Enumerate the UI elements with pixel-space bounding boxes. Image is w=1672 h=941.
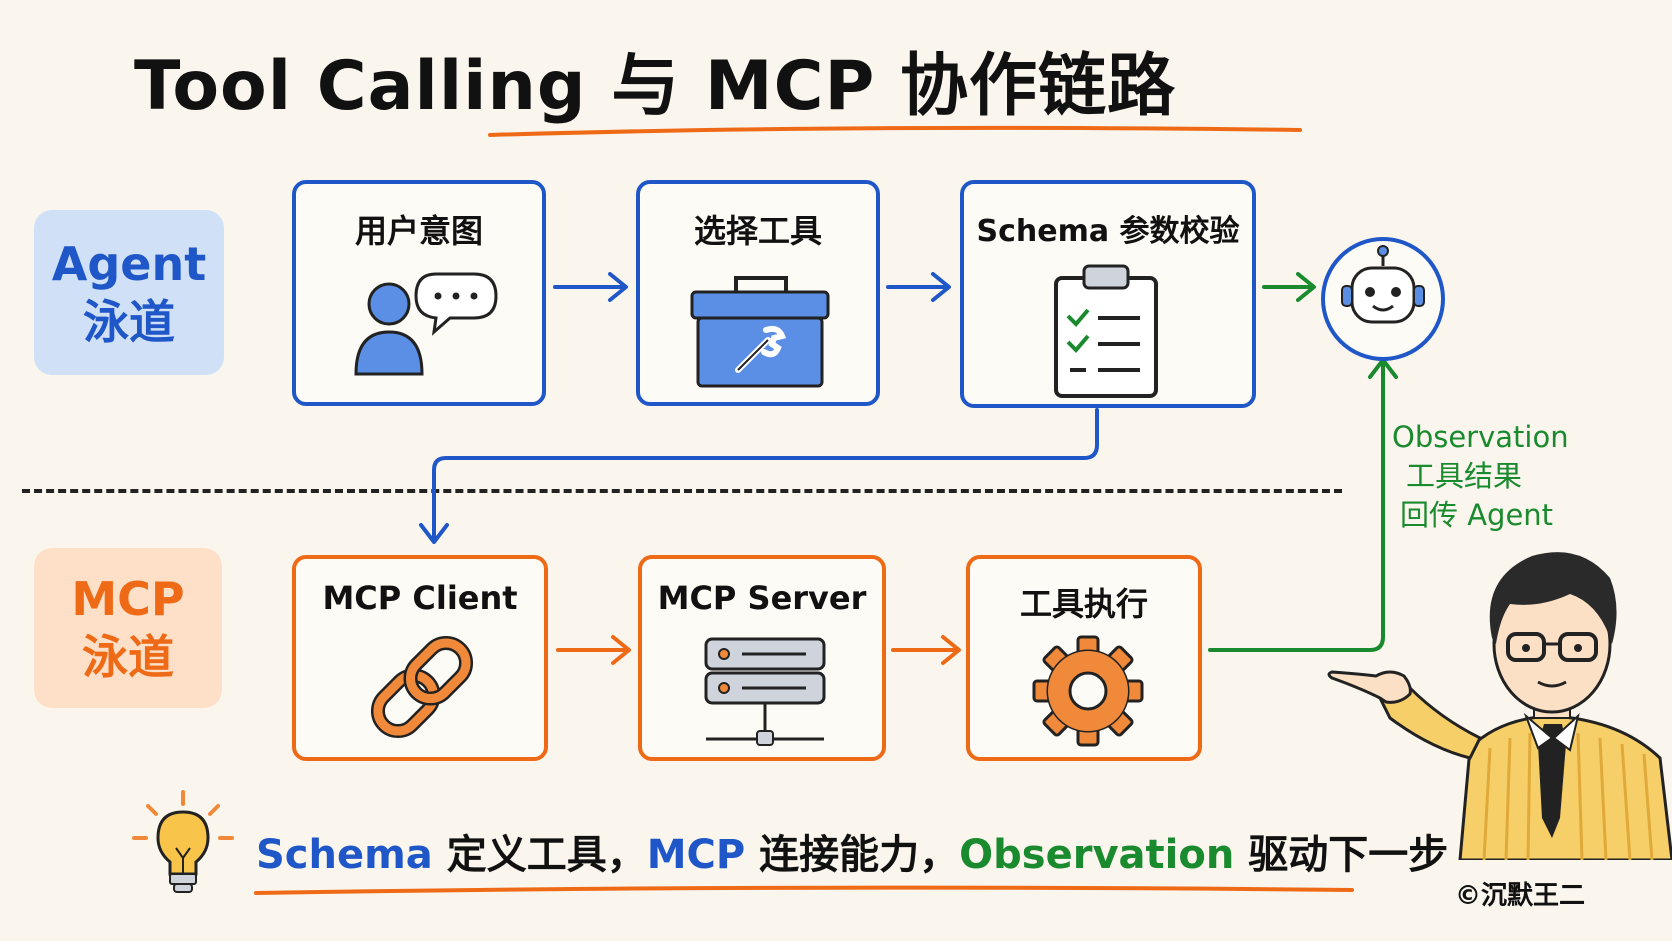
copyright-credit: ©沉默王二 (1455, 881, 1586, 911)
agent-lane-title: Agent (51, 236, 207, 291)
summary-line: Schema 定义工具，MCP 连接能力，Observation 驱动下一步 (256, 822, 1448, 880)
step-user-intent-label: 用户意图 (354, 212, 483, 250)
presenter-character-illustration (1327, 552, 1672, 860)
toolbox-icon (690, 276, 830, 388)
summary-schema: Schema (256, 832, 433, 878)
summary-observation: Observation (959, 832, 1235, 878)
summary-mcp: MCP (646, 832, 746, 878)
step-mcp-server-label: MCP Server (657, 579, 867, 617)
lightbulb-icon (132, 790, 234, 893)
gear-icon (1032, 635, 1144, 747)
lane-divider (22, 489, 1342, 493)
agent-lane-subtitle: 泳道 (83, 294, 175, 349)
arrow-intent-to-select (553, 272, 628, 302)
robot-icon (1321, 237, 1445, 361)
step-schema-validate-label: Schema 参数校验 (976, 214, 1240, 249)
chain-link-icon (370, 635, 474, 739)
step-user-intent: 用户意图 (292, 180, 546, 406)
mcp-lane-subtitle: 泳道 (82, 630, 174, 684)
arrow-schema-to-agent (1262, 272, 1316, 302)
agent-lane-label: Agent 泳道 (34, 210, 224, 375)
page-title: Tool Calling 与 MCP 协作链路 (133, 47, 1176, 126)
summary-drive: 驱动下一步 (1234, 832, 1449, 878)
clipboard-checklist-icon (1054, 264, 1158, 398)
arrow-select-to-schema (886, 272, 951, 302)
step-mcp-server: MCP Server (638, 555, 886, 761)
arrow-schema-to-client (419, 408, 1099, 544)
step-tool-execute-label: 工具执行 (1019, 585, 1148, 623)
arrow-client-to-server (556, 635, 631, 665)
step-mcp-client-label: MCP Client (322, 579, 518, 617)
mcp-lane-label: MCP 泳道 (34, 548, 222, 708)
summary-connect: 连接能力， (745, 832, 960, 878)
observation-line3: 回传 Agent (1400, 498, 1554, 532)
user-chat-icon (354, 272, 498, 376)
step-schema-validate: Schema 参数校验 (960, 180, 1256, 408)
step-mcp-client: MCP Client (292, 555, 548, 761)
mcp-lane-title: MCP (71, 572, 185, 626)
step-select-tool: 选择工具 (636, 180, 880, 406)
server-icon (704, 637, 826, 746)
observation-label: Observation 工具结果 回传 Agent (1392, 418, 1572, 535)
observation-line1: Observation (1392, 420, 1569, 454)
arrow-server-to-exec (891, 635, 961, 665)
summary-define: 定义工具， (432, 832, 647, 878)
step-tool-execute: 工具执行 (966, 555, 1202, 761)
observation-line2: 工具结果 (1406, 459, 1523, 493)
step-select-tool-label: 选择工具 (693, 212, 822, 250)
